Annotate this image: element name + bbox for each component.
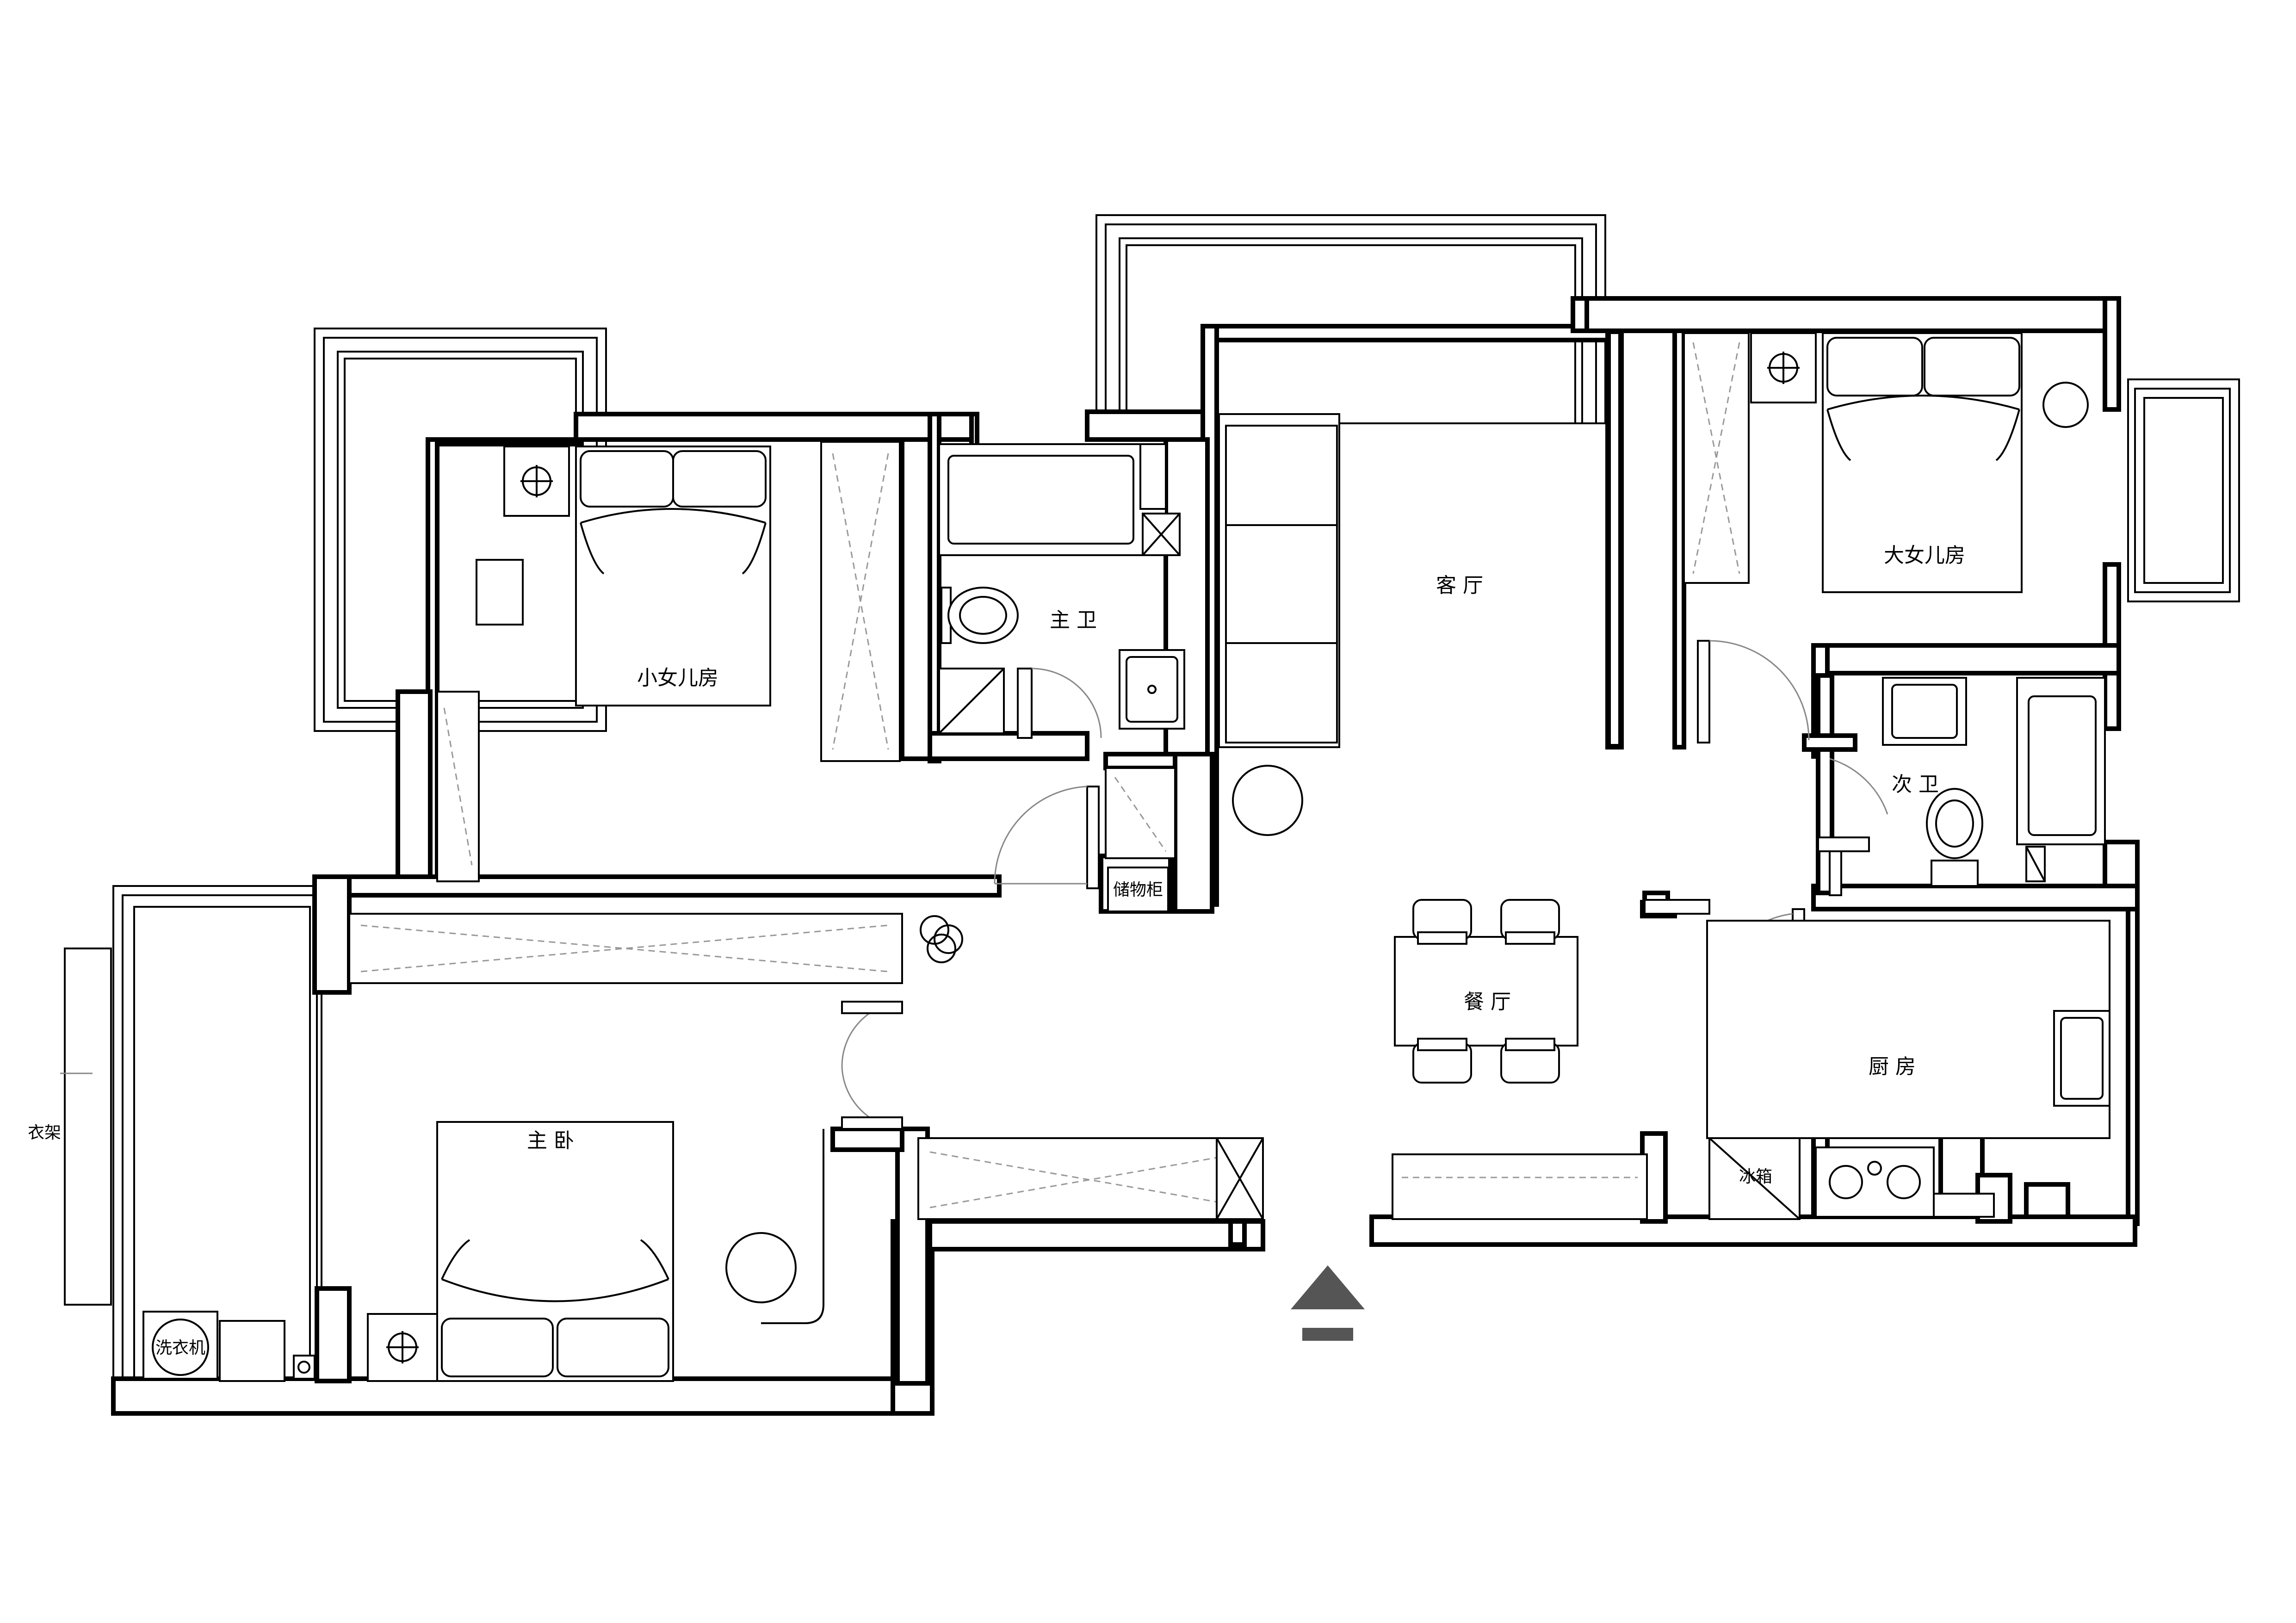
master-bath xyxy=(938,443,1185,739)
corridor-wardrobe-top xyxy=(348,913,903,984)
washing-machine-label: 洗衣机 xyxy=(155,1338,205,1357)
second-bath-label: 次 卫 xyxy=(1892,773,1939,796)
storage-closet xyxy=(994,767,1176,912)
balcony-right xyxy=(2127,378,2240,602)
washing-machine xyxy=(142,1311,218,1380)
chair-icon xyxy=(1412,899,1472,945)
sofa xyxy=(1218,413,1340,748)
second-bath xyxy=(1817,677,2106,896)
small-daughter-room xyxy=(436,441,901,882)
toilet-icon xyxy=(941,587,1019,644)
balcony-left-top xyxy=(314,328,607,732)
master-bedroom xyxy=(142,1001,903,1382)
sink-icon xyxy=(1119,649,1185,730)
balcony-top-center xyxy=(1095,214,1606,424)
storage-label: 储物柜 xyxy=(1113,880,1163,899)
drying-rack-label: 衣架 xyxy=(28,1123,61,1142)
lamp-icon xyxy=(2042,382,2089,428)
entrance-arrow-icon xyxy=(1291,1265,1365,1341)
dining-room xyxy=(1392,899,1648,1220)
side-table xyxy=(1232,765,1303,836)
master-bedroom-label: 主 卧 xyxy=(527,1129,574,1152)
fridge-label: 冰箱 xyxy=(1739,1167,1772,1186)
sink-icon xyxy=(1882,677,1967,746)
big-daughter-room-label: 大女儿房 xyxy=(1884,544,1965,567)
sideboard xyxy=(1392,1153,1648,1220)
big-daughter-room xyxy=(1683,332,2089,743)
chair-icon xyxy=(1412,1038,1472,1084)
kitchen-counter-outline xyxy=(1706,920,2110,1139)
corridor-wardrobe-bottom xyxy=(917,1137,1264,1220)
chair-icon xyxy=(1500,899,1560,945)
corridor-lamp-icon xyxy=(920,915,963,963)
living-room-label: 客 厅 xyxy=(1436,574,1483,597)
master-bath-label: 主 卫 xyxy=(1050,608,1097,632)
kitchen-label: 厨 房 xyxy=(1869,1055,1916,1078)
stove-icon xyxy=(1815,1146,1935,1218)
table-icon xyxy=(1394,936,1578,1047)
bed-icon xyxy=(575,446,771,706)
drying-rack xyxy=(60,948,112,1306)
living-room xyxy=(1218,332,1620,836)
lamp-icon xyxy=(725,1232,797,1303)
toilet-icon xyxy=(1926,788,1983,887)
kitchen xyxy=(1644,899,2110,1220)
bed-icon xyxy=(436,1121,674,1382)
small-daughter-room-label: 小女儿房 xyxy=(637,666,718,690)
chair-icon xyxy=(1500,1038,1560,1084)
dining-room-label: 餐 厅 xyxy=(1464,990,1511,1014)
bed-icon xyxy=(1822,332,2023,593)
